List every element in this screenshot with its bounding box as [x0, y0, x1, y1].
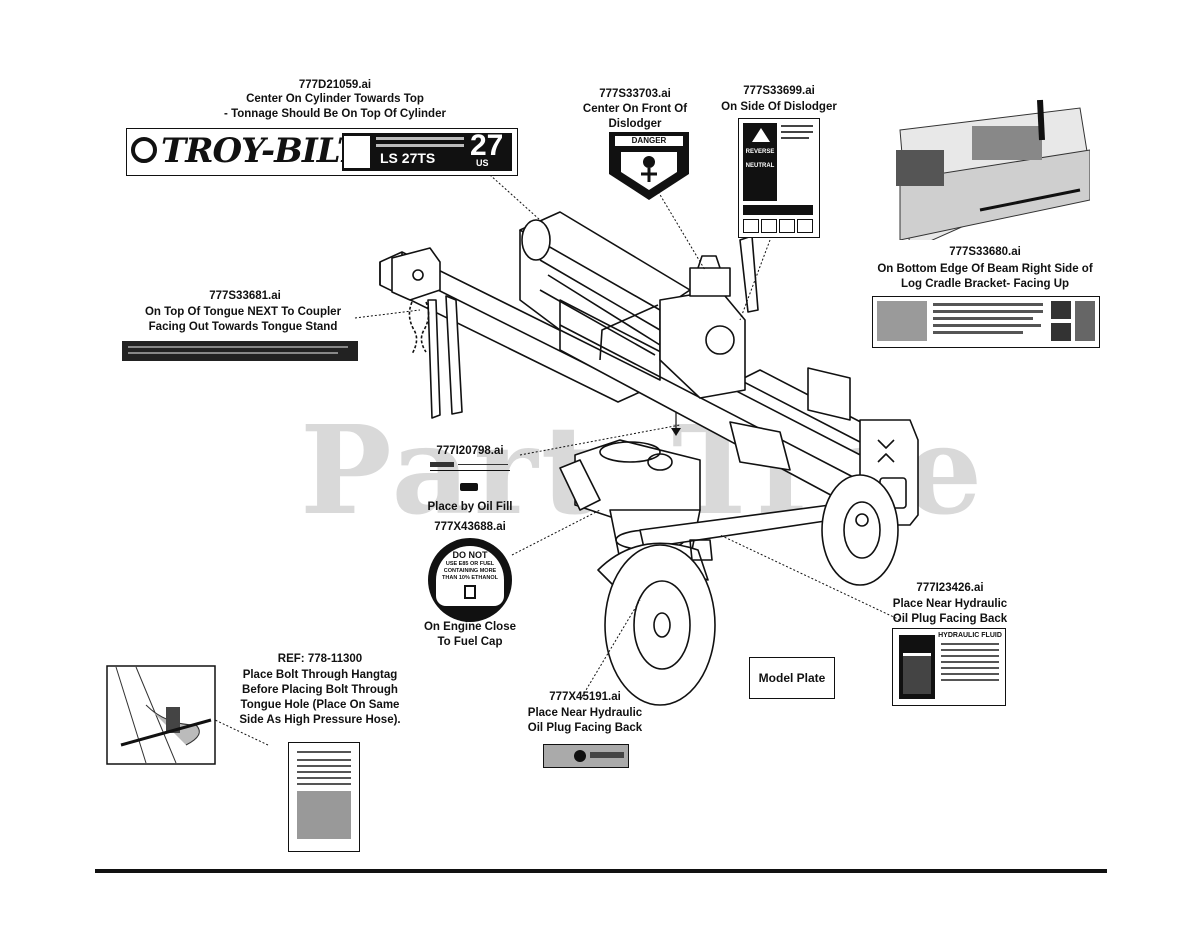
- oil-drop-icon: [574, 750, 586, 762]
- bottom-rule: [95, 869, 1107, 873]
- oil-fill-decal: [430, 462, 510, 471]
- hydraulic-cylinder: [519, 211, 759, 399]
- pictogram-icon: [743, 219, 759, 233]
- oil-fill-note: Place by Oil Fill: [427, 501, 513, 513]
- oil-fill-tag: [460, 483, 478, 491]
- neutral-label: NEUTRAL: [745, 163, 775, 169]
- engine: [559, 439, 701, 561]
- end-plate: [729, 367, 919, 526]
- hydraulic-plug-1-part-number: 777X45191.ai: [549, 691, 621, 703]
- fuel-line-1: DO NOT: [452, 550, 488, 560]
- dislodger-front-note: Center On Front Of Dislodger: [582, 103, 688, 130]
- engine-note: On Engine Close To Fuel Cap: [423, 621, 516, 648]
- hydraulic-plug-1-decal: [543, 744, 629, 768]
- troybilt-units: US: [476, 158, 489, 168]
- fuel-line-2: USE E85 OR FUEL: [445, 561, 495, 567]
- danger-heading: DANGER: [631, 136, 667, 145]
- hangtag-photo: [106, 665, 216, 765]
- troybilt-logo-icon: [131, 137, 157, 163]
- troybilt-model: LS 27TS: [380, 150, 436, 166]
- warning-triangle-icon: [752, 128, 770, 142]
- hydraulic-fluid-decal: HYDRAULIC FLUID: [892, 628, 1006, 706]
- dislodger-side-note: On Side Of Dislodger: [721, 101, 837, 113]
- fuel-line-4: THAN 10% ETHANOL: [442, 575, 498, 581]
- hydraulic-plug-2-part-number: 777I23426.ai: [916, 582, 984, 594]
- oil-fill-part-number: 777I20798.ai: [436, 445, 504, 457]
- oil-level-icon: [903, 653, 931, 694]
- pictogram-icon: [797, 219, 813, 233]
- beam-edge-decal: [872, 296, 1100, 348]
- fuel-decal: DO NOT USE E85 OR FUEL CONTAINING MORE T…: [428, 538, 512, 622]
- danger-decal: [609, 132, 689, 200]
- pictogram-icon: [761, 219, 777, 233]
- hydraulic-plug-1-note: Place Near Hydraulic Oil Plug Facing Bac…: [527, 707, 643, 734]
- engine-part-number: 777X43688.ai: [434, 521, 506, 533]
- reverse-label: REVERSE: [745, 149, 775, 155]
- troybilt-brand: TROY-BILT: [161, 131, 362, 171]
- fuel-pump-icon: [464, 585, 476, 599]
- tongue-note: On Top Of Tongue NEXT To Coupler Facing …: [144, 306, 342, 333]
- hydraulic-plug-2-note: Place Near Hydraulic Oil Plug Facing Bac…: [892, 598, 1008, 625]
- pictogram-icon: [779, 219, 795, 233]
- tongue-part-number: 777S33681.ai: [209, 290, 281, 302]
- hangtag-note: Place Bolt Through Hangtag Before Placin…: [239, 669, 401, 726]
- fuel-line-3: CONTAINING MORE: [443, 568, 497, 574]
- right-wheel: [821, 474, 899, 586]
- hydraulic-fluid-heading: HYDRAULIC FLUID: [938, 632, 1002, 639]
- hangtag-tag: [288, 742, 360, 852]
- dislodger-side-part-number: 777S33699.ai: [743, 85, 815, 97]
- troybilt-tonnage: 27: [470, 129, 504, 162]
- cylinder-note: Center On Cylinder Towards Top - Tonnage…: [224, 93, 446, 120]
- hangtag-part-number: REF: 778-11300: [277, 653, 363, 665]
- beam-edge-note: On Bottom Edge Of Beam Right Side of Log…: [877, 263, 1093, 290]
- model-plate: Model Plate: [749, 657, 835, 699]
- troybilt-tonnage-panel: LS 27TS 27 US: [342, 129, 512, 171]
- cylinder-part-number: 777D21059.ai: [298, 79, 372, 91]
- beam-edge-part-number: 777S33680.ai: [949, 246, 1021, 258]
- troybilt-seal-icon: [344, 136, 370, 168]
- troybilt-decal: TROY-BILT LS 27TS 27 US: [126, 128, 518, 176]
- dislodger-front-part-number: 777S33703.ai: [599, 88, 671, 100]
- left-wheel: [604, 544, 716, 706]
- tongue-decal: [122, 341, 358, 361]
- beam-edge-photo: [880, 90, 1090, 240]
- leader-lines: [214, 174, 989, 746]
- dislodger-side-decal: REVERSE NEUTRAL: [738, 118, 820, 238]
